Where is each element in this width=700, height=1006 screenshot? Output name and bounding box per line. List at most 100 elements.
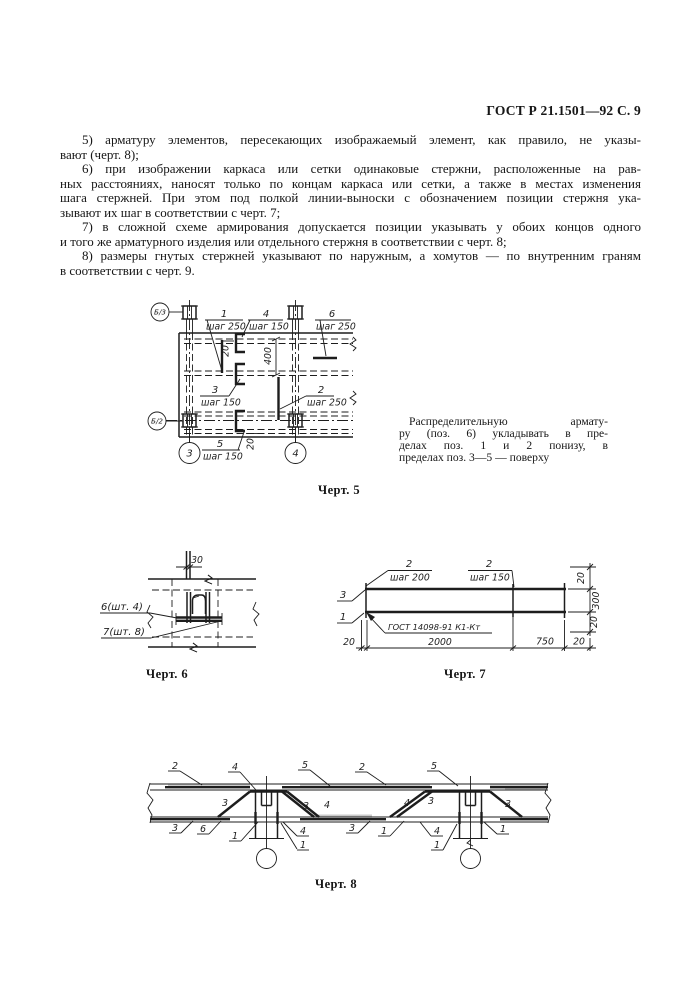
position-label: 3	[428, 796, 434, 807]
fig7-dimensions	[356, 563, 596, 651]
figure-7-caption: Черт. 7	[444, 667, 487, 681]
position-label: 2	[318, 385, 324, 396]
fig8-columns	[249, 776, 488, 869]
position-label: 1	[500, 824, 506, 835]
position-label: 2	[486, 559, 492, 570]
position-label: 3	[303, 801, 309, 812]
position-label: 4	[404, 798, 410, 809]
dim-label: 400	[263, 347, 274, 365]
position-label: 1	[300, 840, 306, 851]
dim-label: 20	[343, 637, 355, 648]
step-label: шаг 250	[316, 322, 356, 333]
figure-8-caption: Черт. 8	[315, 877, 358, 891]
position-label: 3	[212, 385, 218, 396]
paragraph-line: 6) при изображении каркаса или сетки оди…	[82, 161, 641, 177]
position-label: 2	[406, 559, 412, 570]
position-label: 4	[232, 762, 238, 773]
step-label: шаг 150	[470, 573, 510, 584]
position-label: 1	[232, 831, 238, 842]
dim-label: 2000	[428, 637, 452, 648]
step-label: шаг 250	[206, 322, 246, 333]
paragraph-line: зывают их шаг в соответствии с черт. 7;	[60, 204, 281, 220]
fig5-rebar-marks	[220, 332, 337, 433]
position-label: 3	[222, 798, 228, 809]
paragraph-line: вают (черт. 8);	[60, 146, 139, 162]
paragraph-line: 5) арматуру элементов, пересекающих изоб…	[82, 132, 641, 147]
fig5-slab-outline	[178, 332, 357, 438]
note-line: пределах поз. 3—5 — поверху	[399, 450, 550, 464]
fig5-leaders	[200, 319, 351, 451]
figure-7-drawing: 2 шаг 200 2 шаг 150 3 1 ГОСТ 14098-91 К1…	[337, 559, 602, 651]
axis-label: Б/2	[151, 417, 163, 426]
figure-8-drawing: 2 4 5 2 5 3 3 4 4 3 3 3 6 1 4 1 3 1 4 1 …	[146, 760, 552, 869]
figure-5-caption: Черт. 5	[318, 483, 361, 497]
axis-label: 3	[186, 449, 192, 460]
fig6-labels: 30 6(шт. 4) 7(шт. 8)	[101, 555, 203, 638]
step-label: шаг 200	[390, 573, 430, 584]
fig8-labels: 2 4 5 2 5 3 3 4 4 3 3 3 6 1 4 1 3 1 4 1 …	[172, 760, 511, 851]
position-label: 6	[329, 309, 335, 320]
dim-label: 20	[589, 616, 600, 628]
paragraph-line: ных расстояниях, наносят только по конца…	[60, 175, 641, 191]
axis-label: 4	[292, 449, 298, 460]
step-label: шаг 250	[307, 398, 347, 409]
paragraph-line: 8) размеры гнутых стержней указывают по …	[82, 248, 641, 264]
position-label: 3	[349, 823, 355, 834]
dim-label: 300	[591, 592, 602, 610]
fig7-leaders	[337, 570, 515, 634]
fig5-grid-lines	[166, 300, 355, 442]
note-line: делах поз. 1 и 2 понизу, в	[399, 438, 608, 452]
position-label: 5	[431, 761, 437, 772]
dim-label: 30	[191, 555, 203, 566]
dim-label: 20	[246, 438, 257, 450]
position-label: 2	[359, 762, 365, 773]
position-label: 1	[340, 612, 346, 623]
fig7-cage	[365, 583, 566, 618]
position-label: 3	[505, 799, 511, 810]
dim-label: 20	[573, 637, 585, 648]
fig5-labels: Б/3 Б/2 3 4 1 шаг 250 4 шаг 150 6 шаг 25…	[151, 308, 356, 463]
page-header: ГОСТ Р 21.1501—92 С. 9	[486, 103, 641, 118]
step-label: шаг 150	[249, 322, 289, 333]
note-line: Распределительную армату-	[409, 415, 608, 428]
position-label: 4	[434, 826, 440, 837]
position-label: 3	[172, 823, 178, 834]
fig7-labels: 2 шаг 200 2 шаг 150 3 1 ГОСТ 14098-91 К1…	[340, 559, 602, 648]
body-text: 5) арматуру элементов, пересекающих изоб…	[60, 132, 641, 278]
position-label: 4	[263, 309, 269, 320]
fig6-column-detail	[171, 579, 223, 647]
paragraph-line: 7) в сложной схеме армирования допускает…	[82, 219, 641, 235]
fig8-leaders	[168, 769, 509, 851]
position-label: 7(шт. 8)	[103, 627, 145, 638]
position-label: 4	[300, 826, 306, 837]
fig8-bent-bars	[217, 790, 523, 818]
step-label: шаг 150	[203, 452, 243, 463]
position-label: 5	[302, 760, 308, 771]
figure-6-caption: Черт. 6	[146, 667, 189, 681]
position-label: 6	[200, 824, 206, 835]
position-label: 1	[434, 840, 440, 851]
paragraph-line: в соответствии с черт. 9.	[60, 262, 195, 278]
position-label: 2	[172, 761, 178, 772]
figure-5-drawing: Б/3 Б/2 3 4 1 шаг 250 4 шаг 150 6 шаг 25…	[147, 300, 357, 464]
note-line: ру (поз. 6) укладывать в пре-	[399, 426, 608, 440]
position-label: 5	[217, 439, 223, 450]
axis-label: Б/3	[154, 308, 166, 317]
fig6-wall	[146, 551, 260, 653]
position-label: 3	[340, 590, 346, 601]
weld-designation: ГОСТ 14098-91 К1-Кт	[388, 622, 481, 632]
paragraph-line: шага стержней. При этом под полкой линии…	[60, 190, 641, 206]
position-label: 1	[221, 309, 227, 320]
dim-label: 20	[576, 572, 587, 584]
dim-label: 750	[536, 637, 554, 648]
step-label: шаг 150	[201, 398, 241, 409]
position-label: 4	[324, 800, 330, 811]
position-label: 1	[381, 826, 387, 837]
fig8-slab	[146, 782, 552, 824]
figure-6-drawing: 30 6(шт. 4) 7(шт. 8)	[100, 551, 260, 653]
position-label: 6(шт. 4)	[101, 602, 143, 613]
dim-label: 20	[221, 345, 232, 357]
paragraph-line: и того же арматурного изделия или отдель…	[60, 233, 507, 249]
fig6-dims-leaders	[100, 564, 220, 639]
